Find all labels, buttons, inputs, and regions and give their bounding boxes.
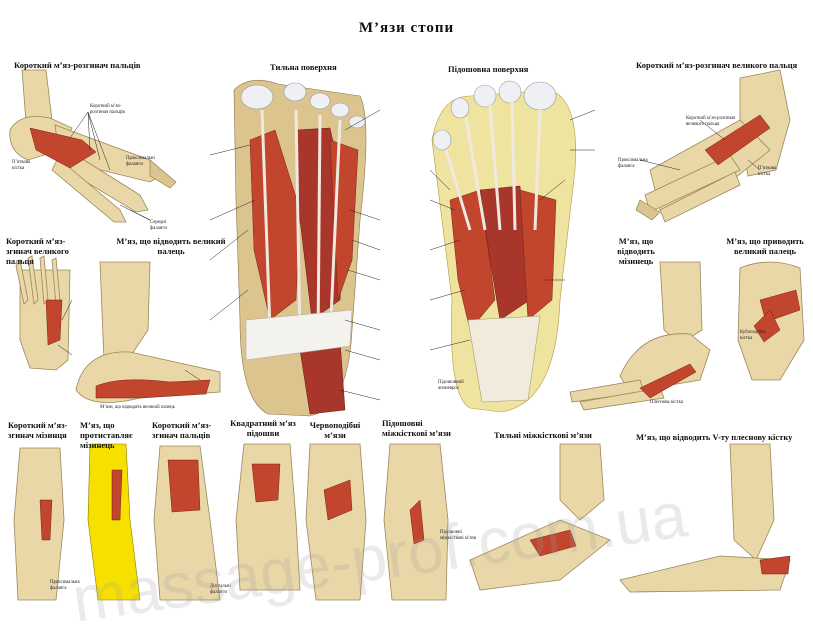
label-proximal-phalanx-lower: Проксимальна фаланга — [50, 580, 80, 591]
label-heel-bone: П’яткова кістка — [758, 166, 777, 177]
heading-flex-hal-brevis: Короткий м’яз-згинач великого пальця — [6, 236, 69, 266]
heading-quadratus: Квадратний м’яз підошви — [230, 418, 296, 438]
figure-dorsal-interossei — [469, 443, 611, 591]
label-metatarsal: Плеснова кістка — [650, 400, 684, 405]
label-proximal-phalanx: Проксимальна фаланга — [618, 158, 648, 169]
heading-plantar-interossei: Підошовні міжкісткові м’язи — [382, 418, 451, 438]
label-ext-hal: Короткий м’яз-розгинач великого пальця — [686, 116, 736, 127]
label-short-ext-tendons: Короткий м’яз-розгинач пальців — [90, 104, 125, 115]
heading-dorsal-interossei: Тильні міжкісткові м’язи — [494, 430, 592, 440]
label-distal-phalanges: Дистальні фаланги — [210, 584, 231, 595]
heading-lumbricals: Червоподібні м’язи — [309, 420, 361, 440]
figure-ext-dig-brevis — [9, 69, 177, 223]
heading-abd-dig-v: М’яз, що відводить V-ту плеснову кістку — [636, 432, 793, 442]
heading-abd-hallucis: М’яз, що відводить великий палець — [116, 236, 226, 256]
page-title: М’язи стопи — [358, 20, 455, 36]
figure-abd-hallucis — [75, 261, 221, 403]
figure-add-hallucis — [737, 261, 805, 381]
heading-plantar: Підошовна поверхня — [448, 64, 529, 74]
figure-abd-dig-min — [569, 261, 711, 411]
heading-flex-dig-min: Короткий м’яз-згинач мізинця — [8, 420, 68, 440]
heading-ext-hal-brevis: Короткий м’яз-розгинач великого пальця — [636, 60, 798, 70]
label-middle-phalanges: Середні фаланги — [150, 220, 167, 231]
figure-flex-hal-brevis — [15, 255, 73, 371]
heading-abd-dig-min: М’яз, що відводить мізинець — [617, 236, 655, 266]
heading-add-hallucis: М’яз, що приводить великий палець — [726, 236, 804, 256]
figure-abd-dig-v — [619, 443, 791, 593]
label-talus: П’яткова кістка — [12, 160, 31, 171]
label-heel-bottom: М’язи, що відводять великий палець — [100, 405, 175, 410]
label-interossei: Підошовні міжкісткові м’язи — [440, 530, 477, 541]
label-proximal-phalanges: Проксимальні фаланги — [126, 156, 155, 167]
figure-quadratus — [235, 443, 301, 591]
label-plantar-aponeurosis: Підошовний апоневроз — [438, 380, 464, 391]
label-cuboid: Кубоподібна кістка — [740, 330, 766, 341]
figure-plantar-interossei — [383, 443, 449, 601]
figure-dorsal-surface — [209, 79, 381, 417]
figure-flex-dig-min — [13, 447, 65, 601]
figure-opp-dig-min — [87, 443, 141, 601]
figure-lumbricals — [305, 443, 367, 601]
figure-plantar-surface — [429, 80, 596, 413]
heading-flex-dig-brevis: Короткий м’яз-згинач пальців — [152, 420, 212, 440]
heading-ext-dig-brevis: Короткий м’яз-розгинач пальців — [14, 60, 141, 70]
figure-ext-hal-brevis — [635, 69, 791, 223]
heading-opp-dig-min: М’яз, що протиставляє мізинець — [80, 420, 133, 450]
heading-dorsal: Тильна поверхня — [270, 62, 337, 72]
figure-flex-dig-brevis — [153, 445, 221, 601]
